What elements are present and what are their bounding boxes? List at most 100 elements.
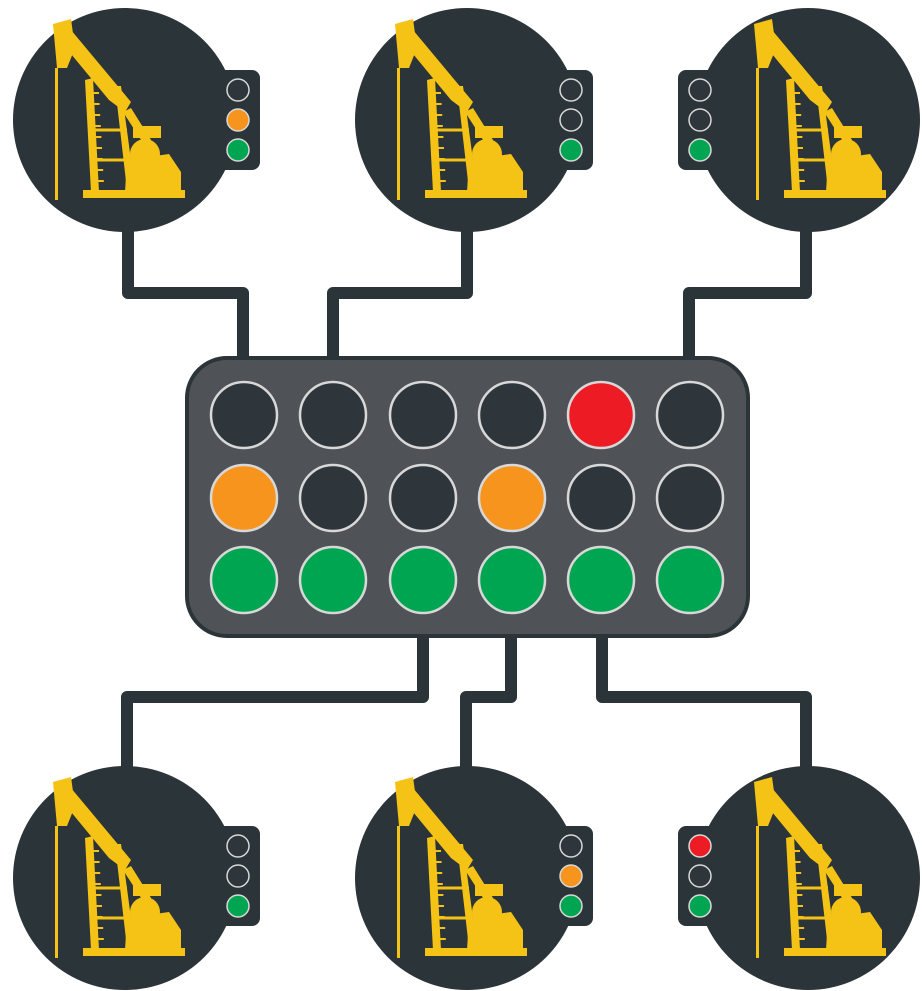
pumpjack-ladder-rung: [791, 905, 803, 907]
panel-light-r1-c1-off: [211, 382, 277, 448]
traffic-light-lamp-2-orange: [227, 109, 249, 131]
panel-light-r2-c2-off: [300, 465, 366, 531]
traffic-light-lamp-1-off: [689, 79, 711, 101]
connector-wire-5: [466, 630, 511, 775]
pumpjack-ladder-rung: [432, 905, 444, 907]
pumpjack-ladder-rung: [788, 92, 800, 94]
pumpjack-polished-rod: [397, 826, 400, 958]
pumpjack-ladder-rung: [429, 850, 441, 852]
panel-light-r2-c4-orange: [479, 465, 545, 531]
pumpjack-ladder-rung: [791, 147, 803, 149]
pumpjack-base: [784, 948, 886, 956]
pumpjack-ladder-rung: [89, 125, 101, 127]
panel-light-r2-c1-orange: [211, 465, 277, 531]
panel-light-r3-c5-green: [568, 547, 634, 613]
pumpjack-polished-rod: [756, 826, 759, 958]
well-top-left[interactable]: [13, 8, 260, 232]
connector-wire-3: [689, 225, 806, 365]
pumpjack-ladder-rung: [87, 850, 99, 852]
panel-light-r3-c3-green: [390, 547, 456, 613]
well-bottom-right[interactable]: [678, 766, 920, 990]
connector-wire-2: [333, 225, 467, 365]
panel-light-r3-c2-green: [300, 547, 366, 613]
pumpjack-ladder-rung: [431, 894, 443, 896]
traffic-light-icon: [549, 70, 593, 170]
connector-wire-4: [127, 630, 423, 775]
pumpjack-gearbox: [826, 912, 882, 950]
connector-wire-1: [128, 225, 243, 365]
well-circle: [696, 8, 920, 232]
traffic-light-icon: [549, 826, 593, 926]
pumpjack-crank: [133, 126, 161, 138]
pumpjack-ladder-rung: [788, 850, 800, 852]
traffic-light-lamp-3-green: [689, 895, 711, 917]
pumpjack-ladder-rung: [433, 927, 445, 929]
traffic-light-lamp-1-off: [560, 79, 582, 101]
pumpjack-ladder-rung: [88, 103, 100, 105]
pumpjack-ladder-rung: [431, 136, 443, 138]
pumpjack-ladder-rung: [87, 92, 99, 94]
pumpjack-ladder-rung: [434, 938, 446, 940]
traffic-light-lamp-2-off: [560, 109, 582, 131]
pumpjack-ladder-rung: [793, 180, 805, 182]
pumpjack-crank: [475, 884, 503, 896]
pumpjack-ladder-rung: [431, 125, 443, 127]
well-bottom-center[interactable]: [355, 766, 593, 990]
pumpjack-base: [784, 190, 886, 198]
pumpjack-gearbox: [826, 154, 882, 192]
traffic-light-lamp-1-off: [560, 835, 582, 857]
pumpjack-ladder-rung: [90, 905, 102, 907]
pumpjack-ladder-rung: [89, 136, 101, 138]
panel-light-r1-c4-off: [479, 382, 545, 448]
traffic-light-lamp-3-green: [227, 895, 249, 917]
well-top-center[interactable]: [355, 8, 593, 232]
pumpjack-ladder-rung: [790, 883, 802, 885]
pumpjack-ladder-rung: [789, 114, 801, 116]
traffic-light-icon: [216, 70, 260, 170]
pumpjack-gearbox: [125, 912, 181, 950]
traffic-light-lamp-2-orange: [560, 865, 582, 887]
traffic-light-lamp-1-red: [689, 835, 711, 857]
central-monitor-panel: [187, 358, 748, 636]
traffic-light-icon: [678, 70, 722, 170]
pumpjack-ladder-rung: [88, 114, 100, 116]
traffic-light-lamp-3-green: [689, 139, 711, 161]
pumpjack-ladder-rung: [434, 180, 446, 182]
well-top-right[interactable]: [678, 8, 920, 232]
pumpjack-ladder-rung: [789, 103, 801, 105]
pumpjack-gearbox: [467, 912, 523, 950]
traffic-light-lamp-1-off: [227, 79, 249, 101]
pumpjack-ladder-rung: [89, 883, 101, 885]
traffic-light-lamp-3-green: [227, 139, 249, 161]
pumpjack-ladder-rung: [91, 169, 103, 171]
traffic-light-lamp-2-off: [689, 109, 711, 131]
pumpjack-ladder-rung: [430, 103, 442, 105]
well-bottom-left[interactable]: [13, 766, 260, 990]
pumpjack-ladder-rung: [430, 872, 442, 874]
pumpjack-gearbox: [125, 154, 181, 192]
pumpjack-ladder-rung: [92, 938, 104, 940]
traffic-light-icon: [678, 826, 722, 926]
pumpjack-crank: [475, 126, 503, 138]
pumpjack-ladder-rung: [793, 938, 805, 940]
pumpjack-ladder-rung: [430, 114, 442, 116]
panel-light-r1-c2-off: [300, 382, 366, 448]
panel-light-r1-c6-off: [657, 382, 723, 448]
traffic-light-icon: [216, 826, 260, 926]
pumpjack-polished-rod: [756, 68, 759, 200]
traffic-light-lamp-2-off: [689, 865, 711, 887]
pumpjack-crank: [834, 884, 862, 896]
pumpjack-crank: [133, 884, 161, 896]
traffic-light-lamp-3-green: [560, 895, 582, 917]
pumpjack-ladder-rung: [790, 894, 802, 896]
pumpjack-crank: [834, 126, 862, 138]
panel-light-r2-c3-off: [390, 465, 456, 531]
well-circle: [696, 766, 920, 990]
pumpjack-base: [425, 190, 527, 198]
panel-light-r3-c4-green: [479, 547, 545, 613]
pumpjack-base: [83, 190, 185, 198]
panel-light-r2-c6-off: [657, 465, 723, 531]
pumpjack-gearbox: [467, 154, 523, 192]
